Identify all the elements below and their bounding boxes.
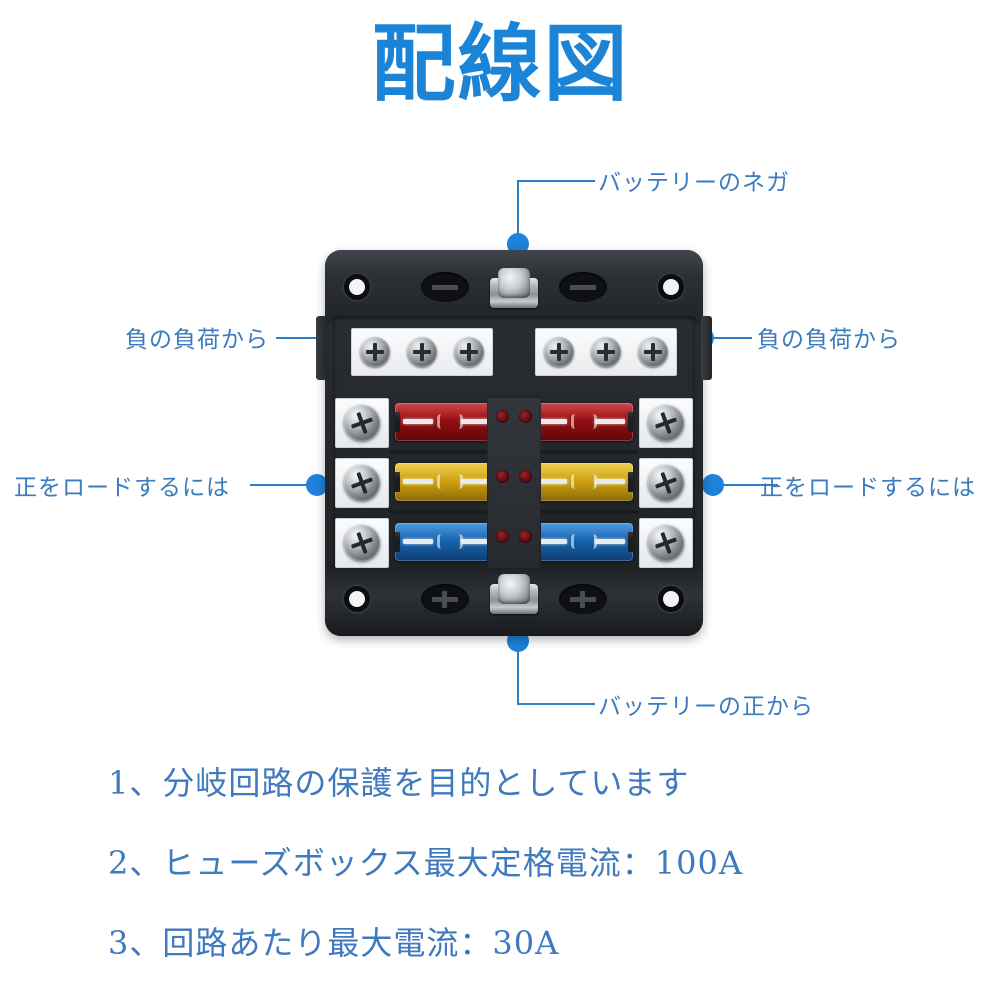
fuse-row-blue — [333, 518, 695, 568]
output-terminal-left — [335, 398, 389, 448]
bus-screw — [360, 337, 391, 367]
leader-line-battery-negative-vertical — [517, 180, 519, 245]
led-indicator — [519, 530, 532, 543]
negative-mark-slot-left — [421, 272, 469, 302]
leader-line-battery-positive-vertical — [517, 640, 519, 705]
note-item-2: 2、ヒューズボックス最大定格電流：100A — [108, 844, 743, 882]
negative-bus-bar-right — [535, 328, 677, 376]
connector-dot-positive-load-left — [306, 474, 328, 496]
leader-line-positive-load-right — [702, 484, 778, 486]
leader-line-positive-load-left — [250, 484, 326, 486]
led-indicator — [496, 410, 509, 423]
blade-fuse-blue-left — [395, 523, 499, 561]
blade-fuse-red-right — [529, 403, 633, 441]
blade-fuse-red-left — [395, 403, 499, 441]
callout-negative-load-left: 負の負荷から — [125, 327, 269, 353]
fuse-area — [333, 396, 695, 568]
bus-screw — [453, 337, 484, 367]
fuse-box-device — [316, 250, 712, 636]
mount-hole-bottom-right — [656, 584, 686, 614]
main-negative-stud-terminal — [490, 268, 538, 314]
note-item-1: 1、分岐回路の保護を目的としています — [108, 764, 690, 802]
callout-positive-load-right: 正をロードするには — [760, 475, 976, 501]
callout-negative-load-right: 負の負荷から — [757, 327, 901, 353]
output-terminal-right — [639, 458, 693, 508]
connector-dot-battery-negative — [507, 233, 529, 255]
bus-screw — [544, 337, 575, 367]
note-item-3: 3、回路あたり最大電流：30A — [108, 924, 560, 962]
positive-mark-slot-left — [421, 584, 469, 614]
blade-fuse-blue-right — [529, 523, 633, 561]
callout-battery-negative: バッテリーのネガ — [598, 170, 790, 196]
mount-hole-top-right — [656, 272, 686, 302]
output-terminal-left — [335, 458, 389, 508]
side-lug-left — [316, 316, 327, 380]
output-terminal-right — [639, 518, 693, 568]
bus-screw — [590, 337, 621, 367]
positive-mark-slot-right — [559, 584, 607, 614]
callout-battery-positive: バッテリーの正から — [598, 694, 814, 720]
negative-bus-bar-left — [351, 328, 493, 376]
led-indicator — [519, 410, 532, 423]
blade-fuse-yellow-left — [395, 463, 499, 501]
mount-hole-top-left — [342, 272, 372, 302]
led-indicator — [496, 530, 509, 543]
output-terminal-left — [335, 518, 389, 568]
page-title: 配線図 — [371, 15, 630, 113]
led-indicator — [496, 470, 509, 483]
leader-line-battery-positive-horizontal — [517, 703, 595, 705]
connector-dot-positive-load-right — [702, 474, 724, 496]
leader-line-negative-load-left — [276, 337, 326, 339]
negative-mark-slot-right — [559, 272, 607, 302]
bus-screw — [637, 337, 668, 367]
led-indicator-column — [487, 396, 541, 568]
main-positive-stud-terminal — [490, 574, 538, 620]
fuse-row-red — [333, 398, 695, 448]
bus-screw — [406, 337, 437, 367]
side-lug-right — [701, 316, 712, 380]
leader-line-negative-load-right — [702, 337, 752, 339]
leader-line-battery-negative-horizontal — [517, 180, 595, 182]
callout-positive-load-left: 正をロードするには — [14, 475, 230, 501]
mount-hole-bottom-left — [342, 584, 372, 614]
fuse-row-yellow — [333, 458, 695, 508]
output-terminal-right — [639, 398, 693, 448]
led-indicator — [519, 470, 532, 483]
blade-fuse-yellow-right — [529, 463, 633, 501]
